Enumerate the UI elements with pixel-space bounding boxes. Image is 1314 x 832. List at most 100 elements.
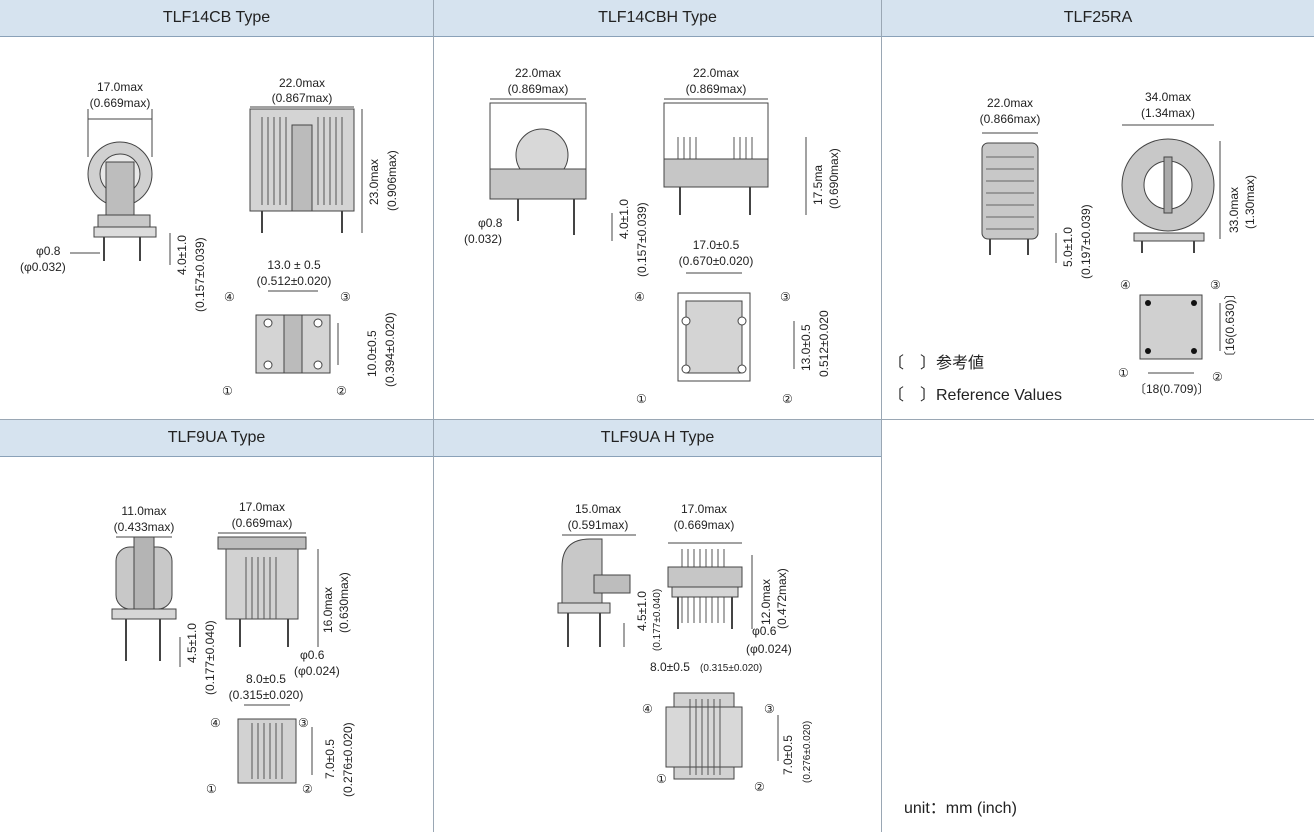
pin-3: ③ — [340, 290, 351, 304]
reference-note-jp: 〔 〕参考値 — [888, 355, 985, 372]
header-tlf14cbh: TLF14CBH Type — [434, 0, 881, 37]
tlf14cbh-vpitch-inch: 0.512±0.020 — [817, 310, 831, 377]
header-tlf9ua: TLF9UA Type — [0, 420, 433, 457]
divider — [881, 0, 882, 832]
tlf25ra-side-view — [981, 142, 1039, 255]
tlf14cbh-pitch-inch: (0.670±0.020) — [679, 254, 754, 268]
drawing-tlf14cb: 17.0max (0.669max) φ0.8 (φ0.032) 4.0±1.0… — [0, 37, 433, 419]
tlf9uah-w1: 15.0max — [575, 502, 621, 516]
header-tlf14cb: TLF14CB Type — [0, 0, 433, 37]
tlf9uah-pitch-inch: (0.315±0.020) — [700, 663, 762, 674]
drawing-tlf14cbh: 22.0max (0.869max) φ0.8 (0.032) 4.0±1.0 … — [434, 37, 881, 419]
unit-note: unit：mm (inch) — [904, 800, 1017, 817]
tlf9ua-w1: 11.0max — [121, 504, 166, 518]
tlf9uah-w2: 17.0max — [681, 502, 727, 516]
tlf14cbh-pitch: 17.0±0.5 — [693, 238, 740, 252]
tlf14cb-w1-inch: (0.669max) — [90, 96, 151, 110]
pin-4: ④ — [210, 716, 221, 730]
pin-2: ② — [754, 780, 765, 794]
divider — [433, 0, 434, 832]
drawing-tlf25ra: 22.0max (0.866max) 5.0±1.0 (0.197±0.039)… — [882, 37, 1314, 419]
tlf14cbh-h: 17.5ma — [811, 165, 825, 205]
pin-2: ② — [302, 782, 313, 796]
tlf14cb-front-view — [249, 108, 355, 233]
tlf14cbh-bottom-view — [677, 292, 751, 382]
header-tlf25ra: TLF25RA — [882, 0, 1314, 37]
tlf14cbh-w1-inch: (0.869max) — [508, 82, 569, 96]
tlf14cb-w1: 17.0max — [97, 80, 143, 94]
tlf14cb-lead-inch: (0.157±0.039) — [193, 237, 207, 312]
tlf14cb-vpitch: 10.0±0.5 — [365, 330, 379, 377]
pin-3: ③ — [298, 716, 309, 730]
tlf14cb-side-view — [87, 141, 157, 261]
tlf9ua-pitch-inch: (0.315±0.020) — [229, 688, 304, 702]
tlf14cbh-lead-inch: (0.157±0.039) — [635, 202, 649, 277]
tlf9ua-w2-inch: (0.669max) — [232, 516, 293, 530]
tlf9ua-vpitch: 7.0±0.5 — [323, 739, 337, 779]
pin-2: ② — [1212, 370, 1223, 384]
tlf25ra-lead: 5.0±1.0 — [1061, 227, 1075, 267]
tlf9ua-w1-inch: (0.433max) — [114, 520, 175, 534]
pin-1: ① — [206, 782, 217, 796]
tlf14cbh-dia: φ0.8 — [478, 216, 503, 230]
tlf9uah-dia-inch: (φ0.024) — [746, 642, 792, 656]
tlf14cb-pitch: 13.0 ± 0.5 — [267, 258, 321, 272]
drawing-tlf9uah: 15.0max (0.591max) 4.5±1.0 (0.177±0.040)… — [434, 457, 881, 832]
tlf25ra-front-view — [1121, 138, 1215, 253]
pin-4: ④ — [1120, 278, 1131, 292]
tlf14cbh-w2: 22.0max — [693, 66, 739, 80]
pin-4: ④ — [642, 702, 653, 716]
tlf14cb-lead: 4.0±1.0 — [175, 235, 189, 275]
pin-1: ① — [222, 384, 233, 398]
tlf25ra-vpitch: 〔16(0.630)〕 — [1223, 288, 1237, 363]
tlf9uah-front-view — [667, 549, 743, 629]
tlf25ra-h: 33.0max — [1227, 187, 1241, 233]
tlf9uah-lead-inch: (0.177±0.040) — [652, 589, 663, 651]
tlf25ra-hpitch: 〔18(0.709)〕 — [1134, 382, 1209, 396]
tlf9ua-vpitch-inch: (0.276±0.020) — [341, 722, 355, 797]
tlf9ua-pitch: 8.0±0.5 — [246, 672, 286, 686]
tlf14cbh-lead: 4.0±1.0 — [617, 199, 631, 239]
tlf25ra-w2: 34.0max — [1145, 90, 1191, 104]
header-tlf9uah: TLF9UA H Type — [434, 420, 881, 457]
tlf14cbh-vpitch: 13.0±0.5 — [799, 324, 813, 371]
tlf9uah-side-view — [557, 538, 631, 647]
tlf9ua-dia: φ0.6 — [300, 648, 325, 662]
pin-3: ③ — [1210, 278, 1221, 292]
tlf25ra-w2-inch: (1.34max) — [1141, 106, 1195, 120]
tlf9ua-h: 16.0max — [321, 587, 335, 633]
tlf25ra-lead-inch: (0.197±0.039) — [1079, 204, 1093, 279]
tlf9ua-w2: 17.0max — [239, 500, 285, 514]
reference-note-en: 〔 〕Reference Values — [888, 387, 1063, 404]
pin-3: ③ — [780, 290, 791, 304]
tlf9uah-dia: φ0.6 — [752, 624, 777, 638]
tlf9uah-bottom-view — [665, 692, 743, 780]
tlf14cb-dia-inch: (φ0.032) — [20, 260, 66, 274]
tlf14cb-vpitch-inch: (0.394±0.020) — [383, 312, 397, 387]
tlf14cbh-w1: 22.0max — [515, 66, 561, 80]
pin-2: ② — [336, 384, 347, 398]
tlf9ua-lead: 4.5±1.0 — [185, 623, 199, 663]
pin-2: ② — [782, 392, 793, 406]
tlf9ua-front-view — [217, 536, 307, 647]
tlf14cbh-h-inch: (0.690max) — [827, 148, 841, 209]
pin-4: ④ — [634, 290, 645, 304]
tlf25ra-w1-inch: (0.866max) — [980, 112, 1041, 126]
tlf9uah-pitch: 8.0±0.5 — [650, 660, 690, 674]
tlf9uah-vpitch-inch: (0.276±0.020) — [802, 721, 813, 783]
tlf14cbh-w2-inch: (0.869max) — [686, 82, 747, 96]
pin-1: ① — [636, 392, 647, 406]
tlf25ra-w1: 22.0max — [987, 96, 1033, 110]
pin-4: ④ — [224, 290, 235, 304]
tlf9ua-lead-inch: (0.177±0.040) — [203, 620, 217, 695]
tlf9uah-h-inch: (0.472max) — [775, 568, 789, 629]
tlf14cb-dia: φ0.8 — [36, 244, 61, 258]
tlf14cb-pitch-inch: (0.512±0.020) — [257, 274, 332, 288]
tlf9uah-w2-inch: (0.669max) — [674, 518, 735, 532]
tlf9uah-lead: 4.5±1.0 — [635, 591, 649, 631]
tlf9ua-h-inch: (0.630max) — [337, 572, 351, 633]
tlf9uah-w1-inch: (0.591max) — [568, 518, 629, 532]
tlf9ua-bottom-view — [237, 718, 297, 784]
pin-1: ① — [1118, 366, 1129, 380]
tlf9ua-dia-inch: (φ0.024) — [294, 664, 340, 678]
